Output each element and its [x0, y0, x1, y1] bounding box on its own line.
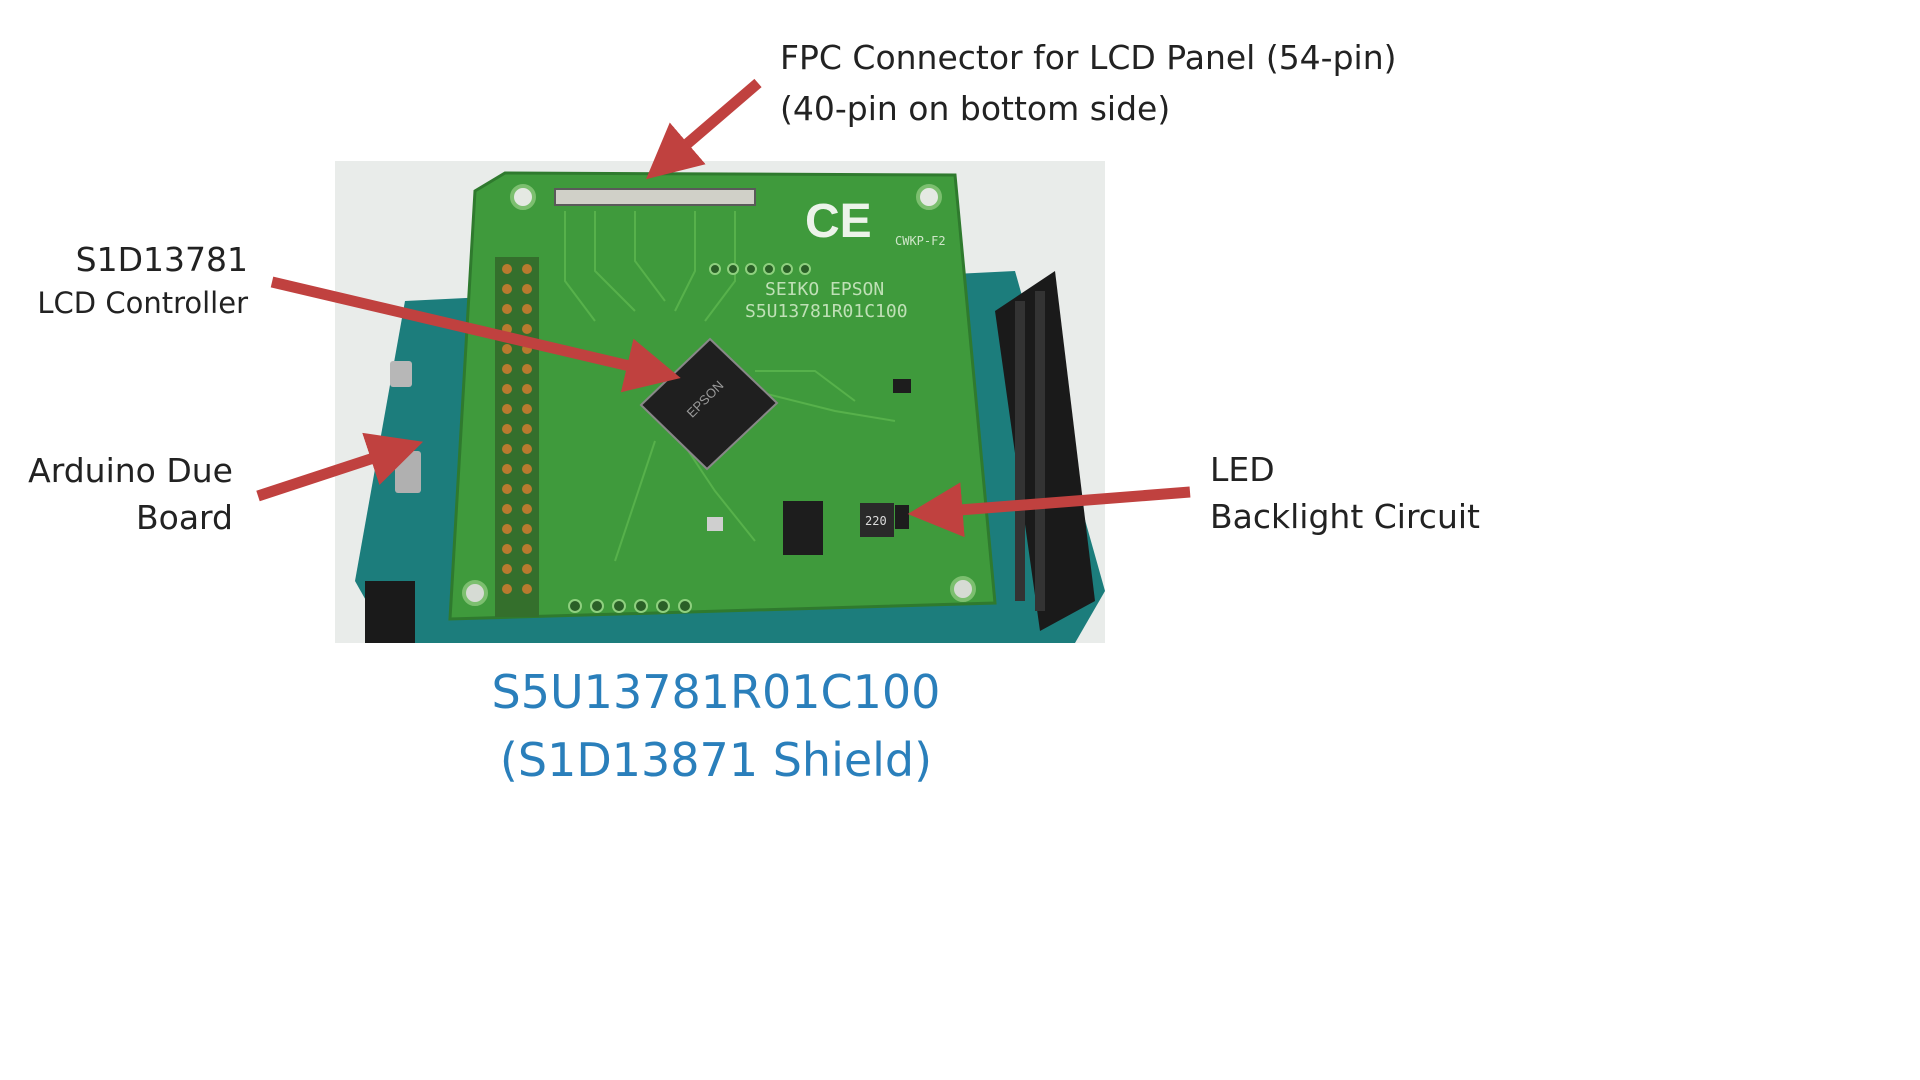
maker-marking: SEIKO EPSON — [765, 279, 884, 300]
board-photo: CE CWKP-F2 SEIKO EPSON S5U13781R01C100 E… — [335, 161, 1105, 643]
fpc-callout-line2: (40-pin on bottom side) — [780, 89, 1171, 128]
inductor: 220 — [860, 503, 894, 537]
ce-mark: CE — [805, 195, 872, 248]
svg-text:220: 220 — [865, 514, 887, 528]
controller-callout-line2: LCD Controller — [37, 286, 248, 320]
arduino-callout-line2: Board — [136, 498, 233, 537]
led-backlight-callout: LED Backlight Circuit — [1210, 446, 1480, 540]
pin-header — [495, 257, 539, 617]
board-caption: S5U13781R01C100 (S1D13871 Shield) — [416, 658, 1016, 794]
fpc-connector-callout: FPC Connector for LCD Panel (54-pin) (40… — [780, 34, 1397, 132]
led-callout-line2: Backlight Circuit — [1210, 497, 1480, 536]
lcd-controller-callout: S1D13781 LCD Controller — [0, 236, 248, 323]
fpc-arrow — [645, 78, 762, 180]
lcd-controller-chip: EPSON — [639, 337, 779, 471]
caption-shield-name: (S1D13871 Shield) — [499, 733, 933, 787]
part-marking: S5U13781R01C100 — [745, 301, 908, 322]
arduino-due-callout: Arduino Due Board — [0, 447, 233, 541]
fpc-callout-line1: FPC Connector for LCD Panel (54-pin) — [780, 38, 1397, 77]
led-callout-line1: LED — [1210, 450, 1275, 489]
dip-switch — [783, 501, 823, 555]
fpc-connector — [554, 188, 756, 206]
arduino-callout-line1: Arduino Due — [28, 451, 233, 490]
caption-part-number: S5U13781R01C100 — [491, 665, 941, 719]
shield-pcb: CE CWKP-F2 SEIKO EPSON S5U13781R01C100 E… — [448, 171, 997, 621]
cert-code: CWKP-F2 — [895, 234, 946, 248]
controller-callout-line1: S1D13781 — [75, 240, 248, 279]
